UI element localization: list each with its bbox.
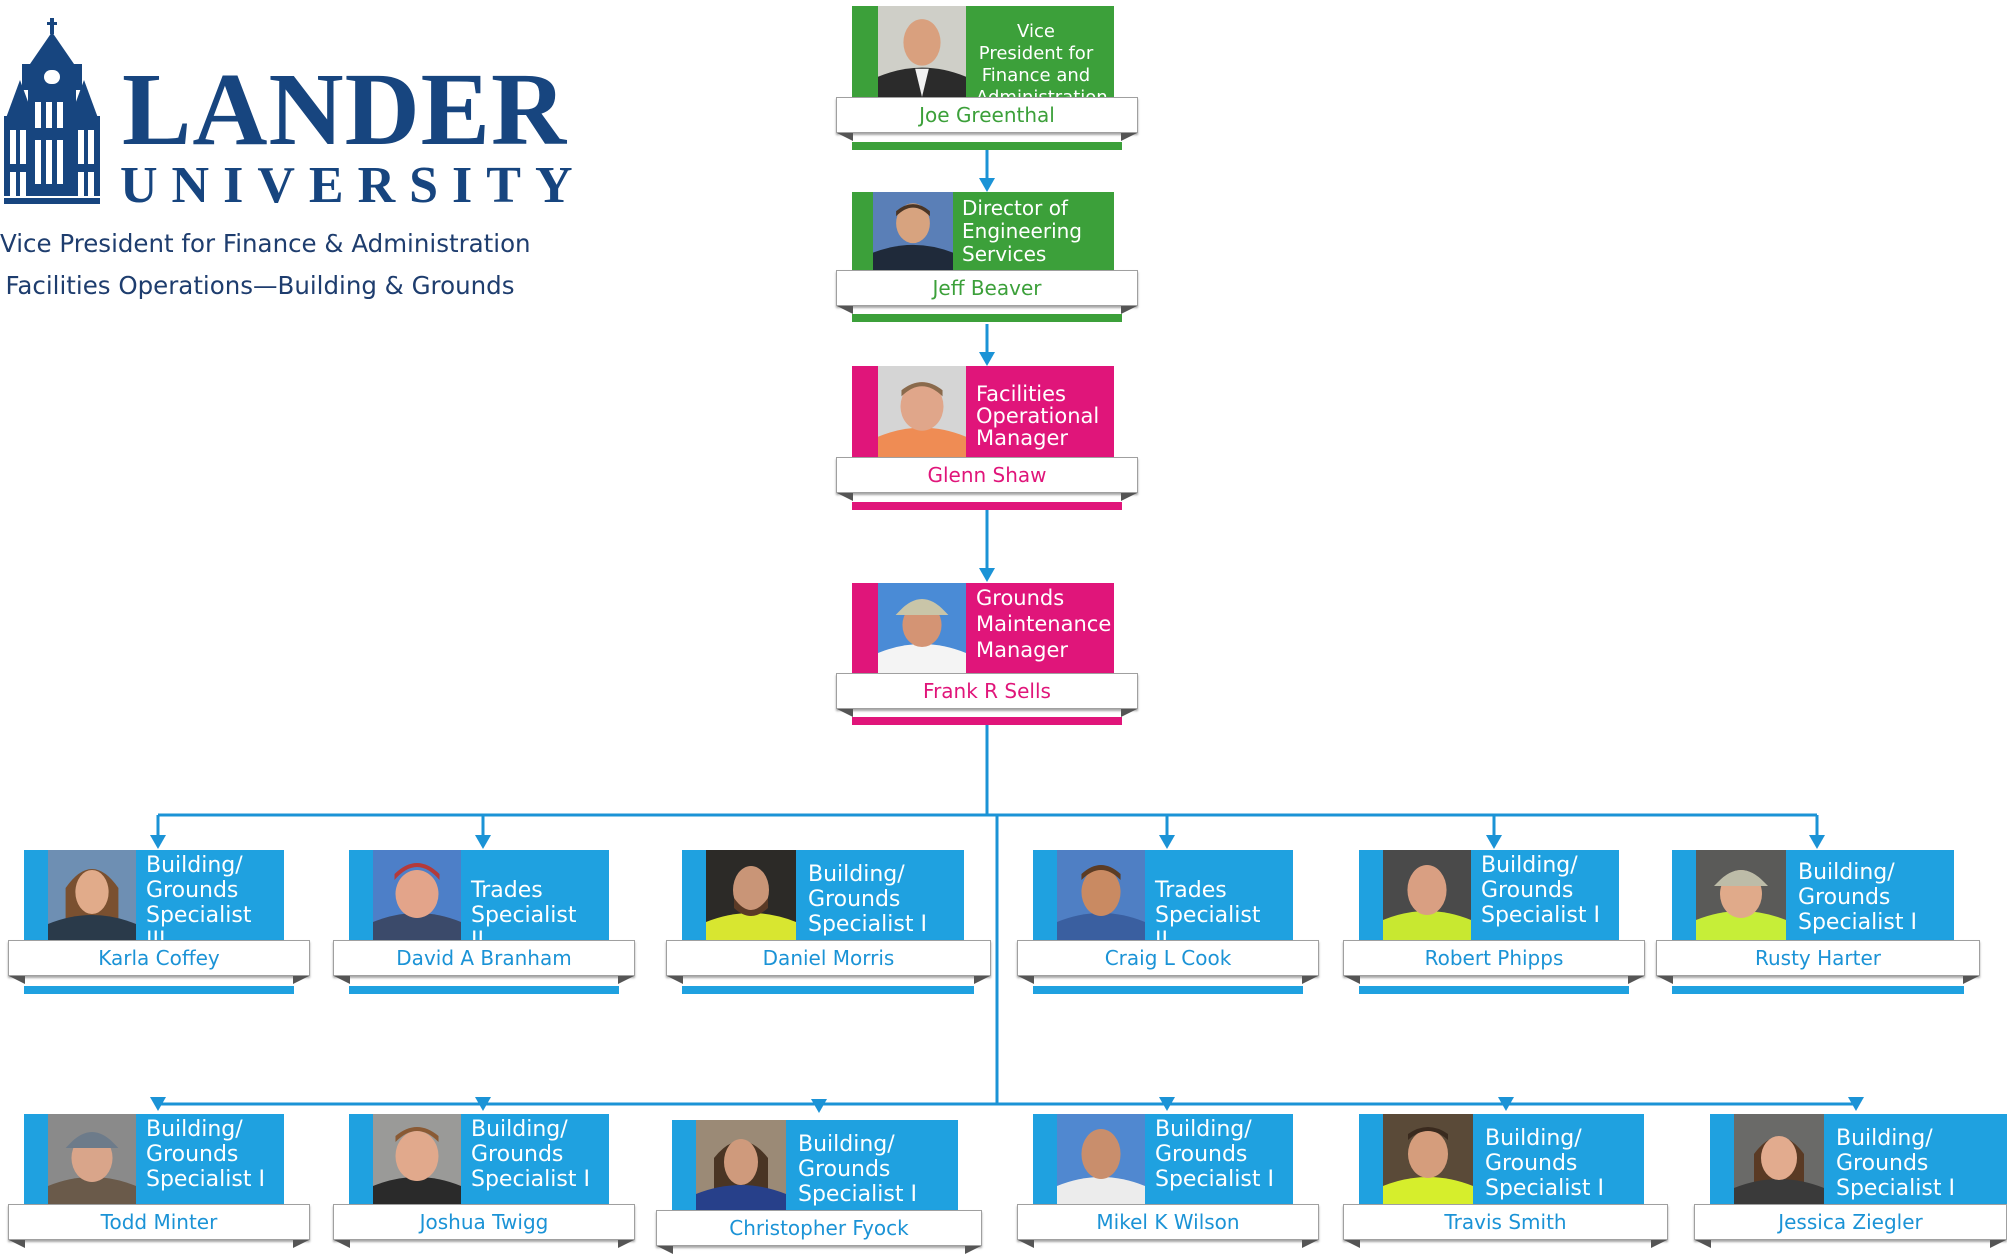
- person-photo-icon: [1734, 1114, 1824, 1204]
- org-node: Building/ Grounds Specialist I Jessica Z…: [1694, 1114, 2007, 1248]
- org-node: Building/ Grounds Specialist I Rusty Har…: [1656, 850, 1980, 994]
- employee-name: Robert Phipps: [1343, 940, 1645, 984]
- org-node: Facilities Operational Manager Glenn Sha…: [836, 366, 1138, 510]
- employee-name: Jeff Beaver: [836, 270, 1138, 314]
- job-title: Building/ Grounds Specialist I: [1481, 853, 1600, 928]
- org-node: Building/ Grounds Specialist I Daniel Mo…: [666, 850, 991, 994]
- arrowhead: [979, 178, 995, 192]
- employee-name: Frank R Sells: [836, 673, 1138, 717]
- person-photo-icon: [873, 192, 953, 270]
- employee-name: Christopher Fyock: [656, 1210, 982, 1254]
- org-node: Director of Engineering Services Jeff Be…: [836, 192, 1138, 322]
- org-node: Building/ Grounds Specialist I Todd Mint…: [8, 1114, 310, 1248]
- arrowhead: [150, 835, 166, 849]
- subtitle-division: Vice President for Finance & Administrat…: [0, 229, 531, 258]
- org-node: Vice President for Finance and Administr…: [836, 6, 1138, 150]
- employee-name: David A Branham: [333, 940, 635, 984]
- logo-wordmark-lander: LANDER: [122, 52, 568, 167]
- job-title: Vice President for Finance and Administr…: [976, 21, 1108, 108]
- org-node: Building/ Grounds Specialist I Christoph…: [656, 1120, 982, 1260]
- org-node: Grounds Maintenance Manager Frank R Sell…: [836, 583, 1138, 725]
- subtitle-department: Facilities Operations—Building & Grounds: [5, 271, 515, 300]
- person-photo-icon: [878, 366, 966, 457]
- building-tower-icon: [0, 18, 104, 204]
- job-title: Building/ Grounds Specialist I: [1485, 1126, 1604, 1201]
- job-title: Building/ Grounds Specialist I: [1155, 1117, 1274, 1192]
- job-title: Building/ Grounds Specialist I: [1798, 860, 1917, 935]
- employee-name: Glenn Shaw: [836, 457, 1138, 501]
- arrowhead: [1498, 1097, 1514, 1111]
- person-photo-icon: [373, 1114, 461, 1204]
- job-title: Grounds Maintenance Manager: [976, 586, 1112, 662]
- person-photo-icon: [48, 850, 136, 940]
- arrowhead: [1159, 835, 1175, 849]
- employee-name: Joshua Twigg: [333, 1204, 635, 1248]
- job-title: Facilities Operational Manager: [976, 382, 1100, 450]
- job-title: Building/ Grounds Specialist I: [1836, 1126, 1955, 1201]
- job-title: Building/ Grounds Specialist I: [808, 862, 927, 937]
- org-node: Building/ Grounds Specialist III Karla C…: [8, 850, 310, 994]
- org-node: Trades Specialist II David A Branham: [333, 850, 635, 994]
- arrowhead: [811, 1099, 827, 1113]
- employee-name: Jessica Ziegler: [1694, 1204, 2007, 1248]
- person-photo-icon: [706, 850, 796, 940]
- org-node: Building/ Grounds Specialist I Mikel K W…: [1017, 1114, 1319, 1248]
- lander-university-logo: LANDER UNIVERSITY: [0, 18, 573, 212]
- org-node: Building/ Grounds Specialist I Travis Sm…: [1343, 1114, 1668, 1248]
- arrowhead: [979, 352, 995, 366]
- arrowhead: [1486, 835, 1502, 849]
- arrowhead: [475, 1097, 491, 1111]
- job-title: Building/ Grounds Specialist III: [146, 853, 252, 953]
- job-title: Building/ Grounds Specialist I: [146, 1117, 265, 1192]
- org-node: Building/ Grounds Specialist I Robert Ph…: [1343, 850, 1645, 994]
- arrowhead: [1848, 1097, 1864, 1111]
- arrowhead: [475, 835, 491, 849]
- person-photo-icon: [1696, 850, 1786, 940]
- employee-name: Travis Smith: [1343, 1204, 1668, 1248]
- employee-name: Daniel Morris: [666, 940, 991, 984]
- job-title: Building/ Grounds Specialist I: [471, 1117, 590, 1192]
- org-node: Trades Specialist II Craig L Cook: [1017, 850, 1319, 994]
- arrowhead: [979, 568, 995, 582]
- person-photo-icon: [1057, 850, 1145, 940]
- person-photo-icon: [373, 850, 461, 940]
- employee-name: Rusty Harter: [1656, 940, 1980, 984]
- employee-name: Joe Greenthal: [836, 97, 1138, 141]
- person-photo-icon: [696, 1120, 786, 1210]
- employee-name: Todd Minter: [8, 1204, 310, 1248]
- logo-wordmark-university: UNIVERSITY: [120, 157, 587, 214]
- employee-name: Mikel K Wilson: [1017, 1204, 1319, 1248]
- job-title: Director of Engineering Services: [962, 196, 1082, 266]
- job-title: Building/ Grounds Specialist I: [798, 1132, 917, 1207]
- person-photo-icon: [878, 583, 966, 673]
- arrowhead: [150, 1097, 166, 1111]
- org-node: Building/ Grounds Specialist I Joshua Tw…: [333, 1114, 635, 1248]
- arrowhead: [1159, 1097, 1175, 1111]
- person-photo-icon: [48, 1114, 136, 1204]
- person-photo-icon: [1383, 850, 1471, 940]
- person-photo-icon: [878, 6, 966, 97]
- arrowhead: [1809, 835, 1825, 849]
- employee-name: Craig L Cook: [1017, 940, 1319, 984]
- employee-name: Karla Coffey: [8, 940, 310, 984]
- person-photo-icon: [1383, 1114, 1473, 1204]
- person-photo-icon: [1057, 1114, 1145, 1204]
